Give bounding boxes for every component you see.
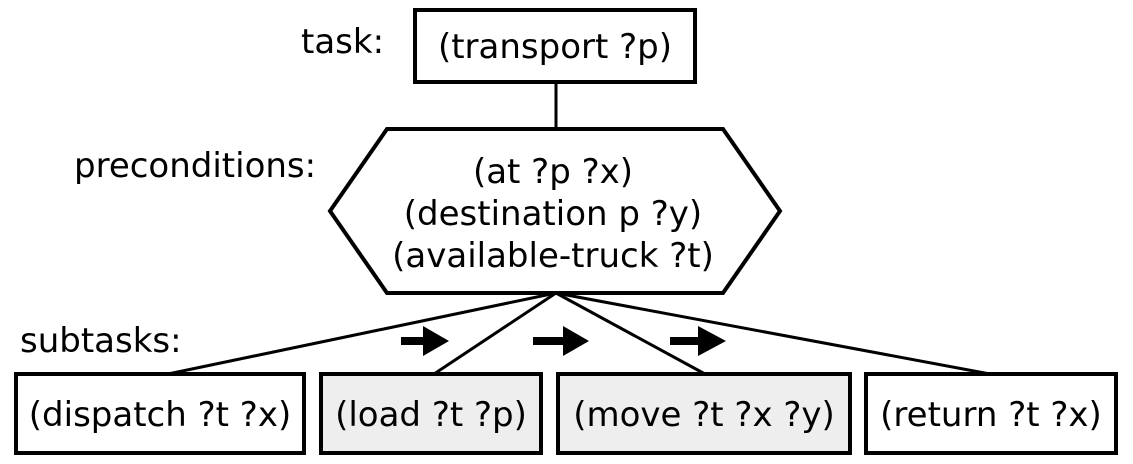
- subtask-text: (return ?t ?x): [880, 395, 1102, 435]
- task-node-text: (transport ?p): [438, 27, 672, 67]
- subtasks-label: subtasks:: [20, 321, 182, 361]
- subtask-node: (dispatch ?t ?x): [14, 372, 306, 455]
- connector-subtask-4: [555, 291, 991, 376]
- ordering-arrow: [401, 326, 449, 356]
- subtask-node: (load ?t ?p): [319, 372, 543, 455]
- subtask-node: (return ?t ?x): [864, 372, 1118, 455]
- preconditions-node: (at ?p ?x) (destination p ?y) (available…: [327, 127, 783, 295]
- connector-subtask-2: [433, 291, 557, 376]
- subtask-text: (dispatch ?t ?x): [29, 395, 291, 435]
- precondition-line: (at ?p ?x): [473, 152, 633, 192]
- preconditions-label: preconditions:: [74, 146, 316, 186]
- subtask-text: (move ?t ?x ?y): [573, 395, 835, 435]
- task-label: task:: [301, 22, 384, 62]
- ordering-arrow: [533, 326, 589, 356]
- subtask-connectors: [167, 291, 991, 376]
- subtask-node: (move ?t ?x ?y): [556, 372, 852, 455]
- ordering-arrow: [670, 326, 726, 356]
- task-node: (transport ?p): [413, 8, 697, 84]
- subtask-text: (load ?t ?p): [335, 395, 527, 435]
- precondition-line: (destination p ?y): [404, 194, 702, 234]
- connector-subtask-1: [167, 291, 557, 376]
- precondition-line: (available-truck ?t): [392, 236, 714, 276]
- connector-subtask-3: [555, 291, 706, 376]
